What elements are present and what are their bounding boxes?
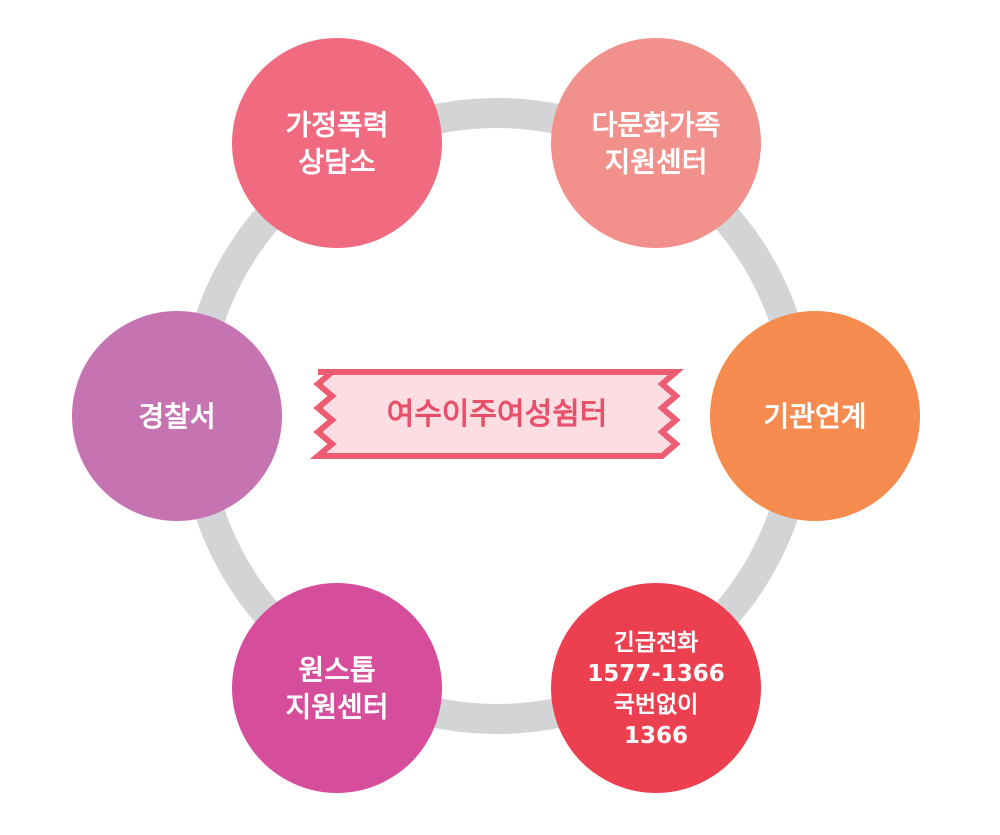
node-label-line: 기관연계: [763, 400, 866, 433]
center-label: 여수이주여성쉼터: [387, 397, 608, 432]
node-circle: [232, 583, 442, 793]
nodes-layer: 가정폭력상담소다문화가족지원센터기관연계긴급전화1577-1366국번없이136…: [72, 38, 920, 793]
node-circle: [72, 311, 282, 521]
node-label-line: 지원센터: [604, 146, 707, 179]
node-label-line: 경찰서: [138, 400, 215, 433]
node-agency-linkage: 기관연계: [710, 311, 920, 521]
node-circle: [551, 38, 761, 248]
node-label-line: 상담소: [298, 146, 375, 179]
center-banner-shape: [309, 369, 685, 459]
node-label-line: 지원센터: [285, 691, 388, 724]
node-label-line: 1366: [624, 723, 688, 749]
node-circle: [710, 311, 920, 521]
node-label-line: 1577-1366: [587, 661, 725, 687]
node-label-line: 다문화가족: [592, 109, 721, 142]
node-circle: [551, 583, 761, 793]
node-label-line: 가정폭력: [285, 109, 388, 142]
node-emergency-call: 긴급전화 1577-1366 국번없이 1366: [551, 583, 761, 793]
node-circle: [232, 38, 442, 248]
center-banner: 여수이주여성쉼터: [309, 369, 685, 459]
node-police-station: 경찰서: [72, 311, 282, 521]
node-label-line: 긴급전화: [614, 630, 699, 656]
node-label-line: 원스톱: [298, 654, 375, 687]
node-label-line: 국번없이: [614, 692, 699, 718]
